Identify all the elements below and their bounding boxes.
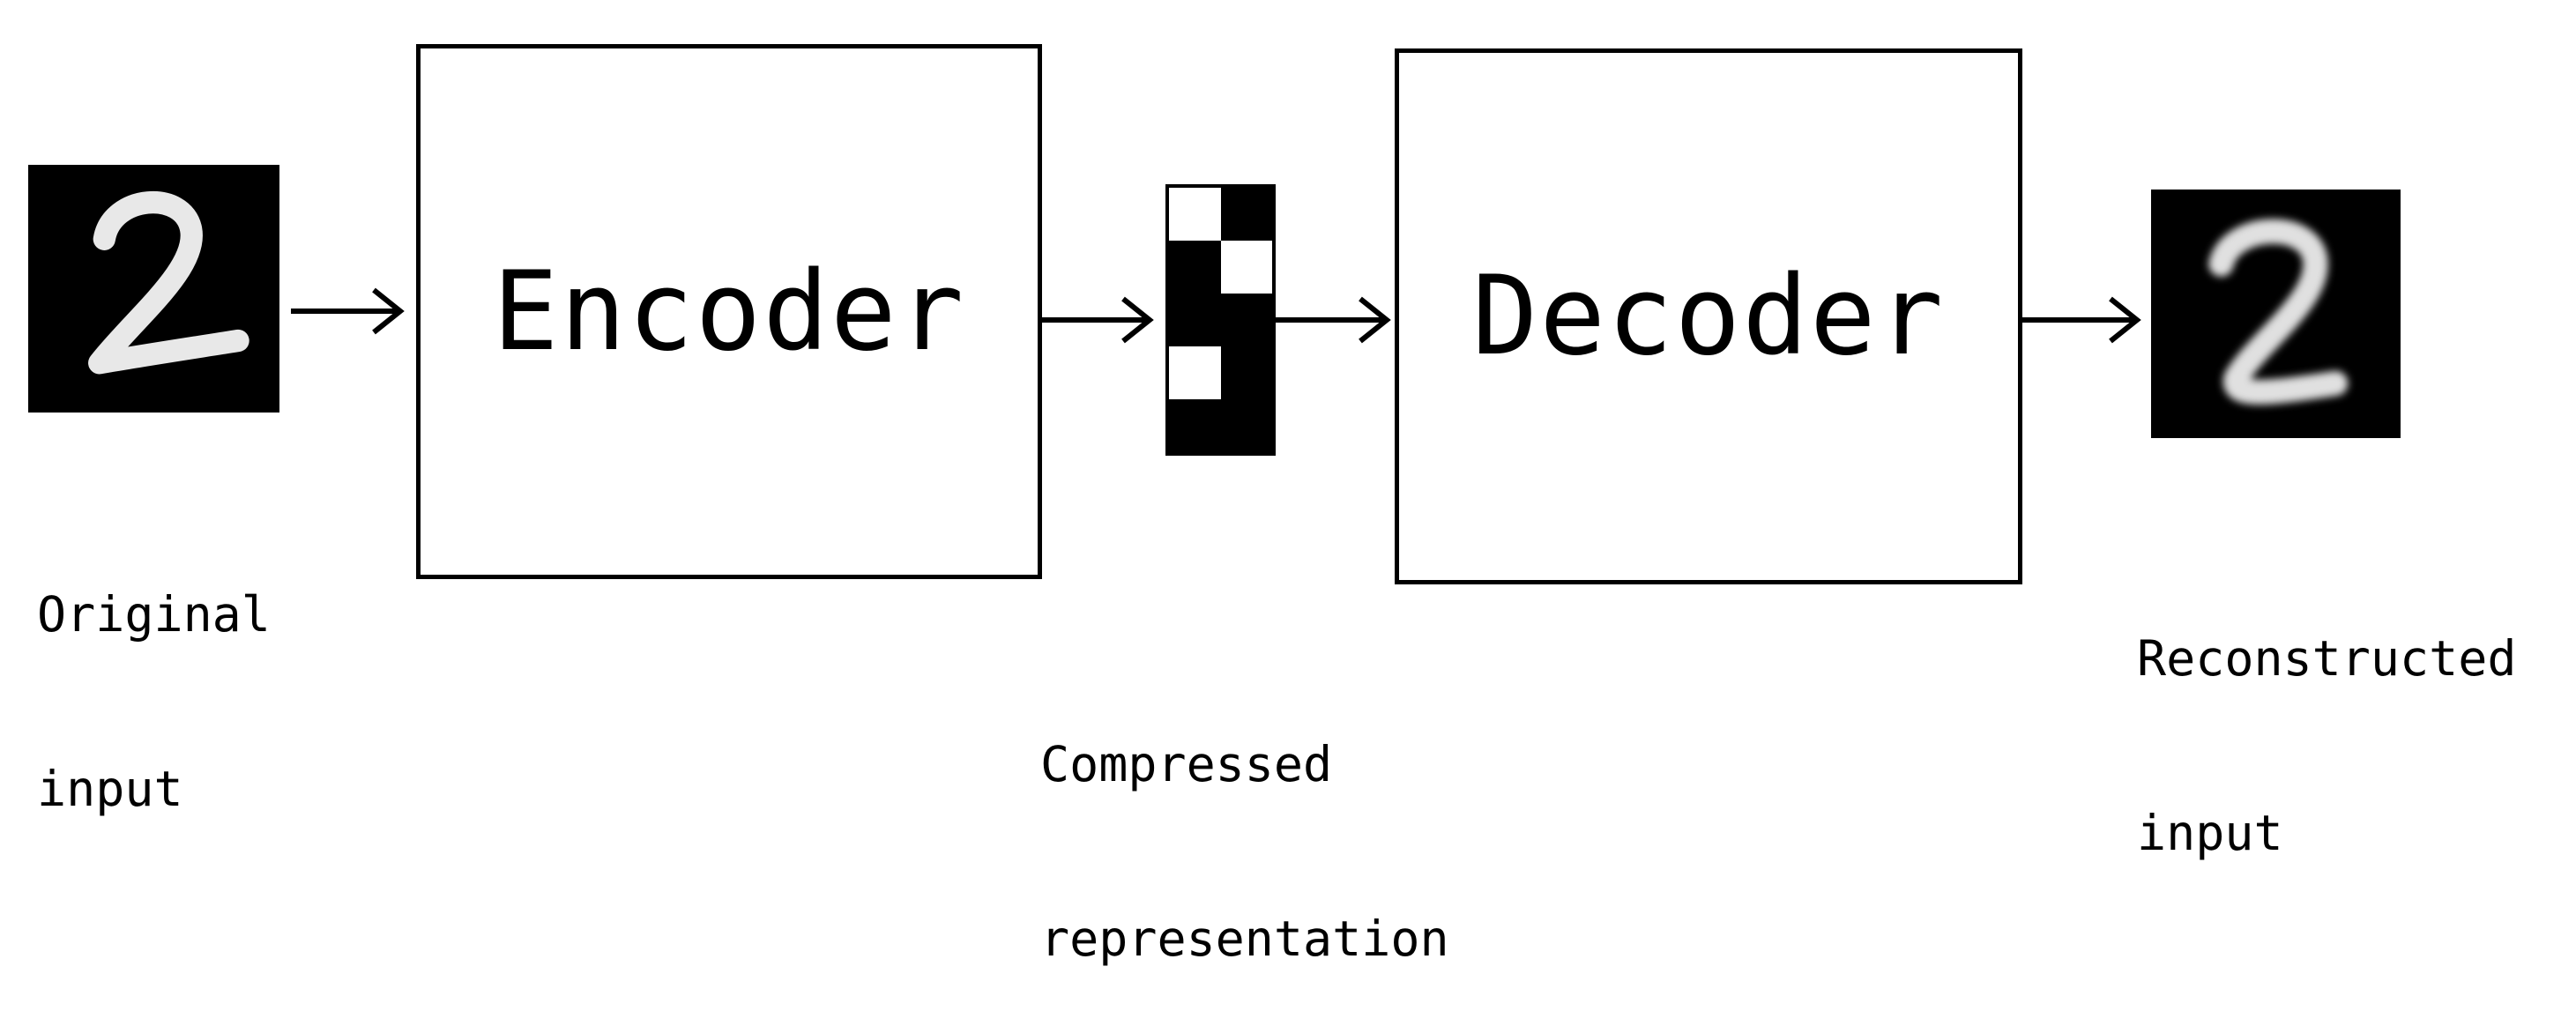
compressed-representation-grid [1165,184,1276,456]
code-cell-r3-c0 [1169,346,1221,399]
original-input-caption-line1: Original [37,586,271,643]
code-cell-r1-c0 [1169,241,1221,294]
decoder-block: Decoder [1395,48,2022,584]
code-cell-r0-c0 [1169,188,1221,241]
reconstructed-input-caption: Reconstructed input [2137,513,2516,920]
digit-two-icon [88,191,249,375]
original-input-caption: Original input [37,469,271,876]
arrow-right-icon [1042,296,1154,344]
arrow-right-icon [1276,296,1391,344]
arrow-right-icon [291,287,405,335]
reconstructed-caption-line1: Reconstructed [2137,630,2517,687]
encoder-label: Encoder [492,248,966,375]
arrow-decoder-to-output [2022,294,2142,346]
compressed-caption-line2: representation [1040,911,1449,967]
original-input-image [28,165,279,413]
code-cell-r4-c1 [1220,399,1272,452]
encoder-block: Encoder [416,44,1042,579]
code-cell-r0-c1 [1220,188,1272,241]
code-cell-r1-c1 [1220,241,1272,294]
code-cell-r2-c1 [1220,294,1272,346]
digit-two-icon [2208,219,2349,405]
arrow-input-to-encoder [289,285,406,338]
compressed-caption-line1: Compressed [1040,736,1333,792]
compressed-representation-caption: Compressed representation [1040,619,1449,1026]
code-cell-r2-c0 [1169,294,1221,346]
code-cell-r3-c1 [1220,346,1272,399]
arrow-encoder-to-code [1042,294,1155,346]
code-cell-r4-c0 [1169,399,1221,452]
reconstructed-caption-line2: input [2137,805,2283,861]
reconstructed-input-image [2151,190,2401,438]
original-input-caption-line2: input [37,761,183,817]
decoder-label: Decoder [1471,253,1946,380]
arrow-code-to-decoder [1276,294,1392,346]
arrow-right-icon [2022,296,2141,344]
